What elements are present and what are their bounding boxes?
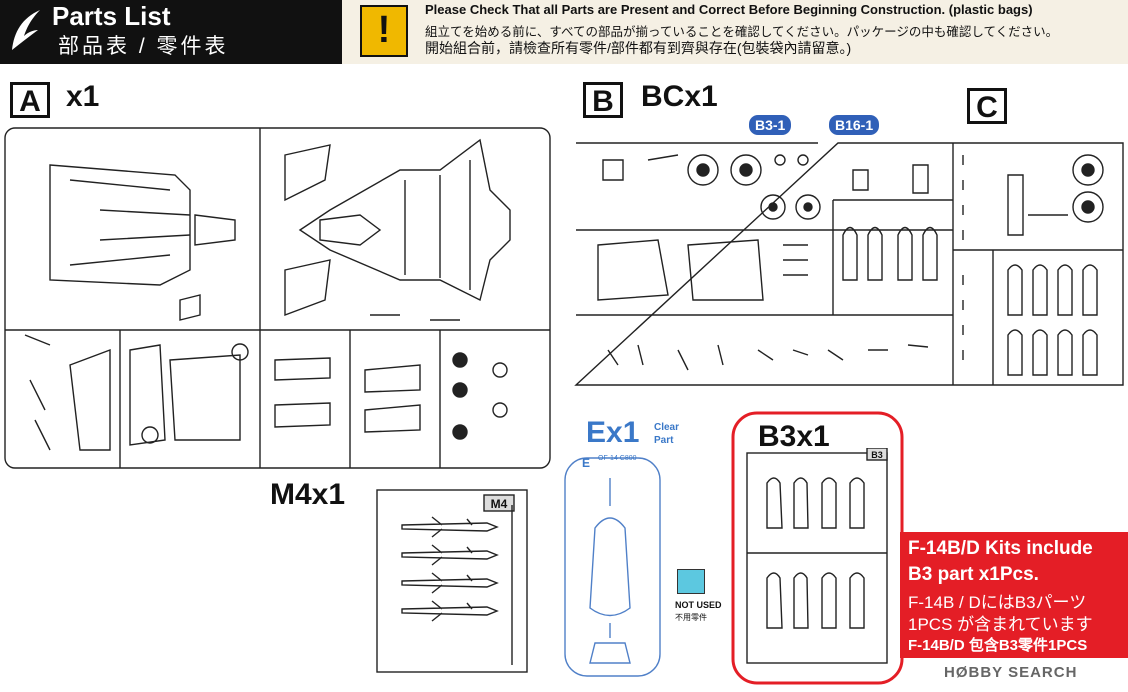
not-used-swatch — [677, 569, 705, 594]
sprue-b-letter: B — [583, 82, 623, 118]
sprue-b-qty: BCx1 — [641, 80, 718, 113]
sprue-bc-diagram — [574, 142, 1124, 386]
watermark: HØBBY SEARCH — [944, 664, 1078, 681]
sprue-e-diagram: E OF-14 C800 — [564, 455, 661, 677]
callout-b16-1: B16-1 — [829, 115, 880, 135]
sprue-a-qty: x1 — [66, 80, 100, 113]
notice-japanese: 組立てを始める前に、すべての部品が揃っていることを確認してください。パッケージの… — [425, 25, 1059, 39]
sprue-m4-diagram: M4 — [376, 489, 528, 673]
sprue-e-qty: Ex1 — [586, 416, 640, 449]
b3-info-line4: 1PCS が含まれています — [908, 615, 1093, 634]
sprue-a-letter: A — [10, 82, 50, 118]
sprue-a-diagram — [4, 127, 551, 469]
b3-info-line5: F-14B/D 包含B3零件1PCS — [908, 637, 1088, 654]
b3-info-line1: F-14B/D Kits include — [908, 538, 1093, 559]
sprue-b3-qty: B3x1 — [758, 420, 830, 453]
sprue-m4-tag: M4 — [491, 497, 508, 511]
sprue-m4-qty: M4x1 — [270, 478, 346, 511]
sprue-e-tag: E — [582, 456, 590, 470]
notice-english: Please Check That all Parts are Present … — [425, 2, 1033, 17]
notice-chinese: 開始組合前，請檢查所有零件/部件都有到齊與存在(包裝袋內請留意。) — [425, 40, 852, 56]
not-used-label-ja: 不用零件 — [675, 613, 707, 622]
b3-info-line3: F-14B / DにはB3パーツ — [908, 593, 1087, 612]
not-used-label: NOT USED — [675, 600, 722, 610]
sprue-c-letter: C — [967, 88, 1007, 124]
page-title: Parts List — [52, 1, 171, 31]
sprue-b3-tag: B3 — [871, 450, 883, 460]
b3-info-line2: B3 part x1Pcs. — [908, 564, 1039, 585]
sprue-b3-diagram: B3 — [746, 448, 888, 664]
clear-part-note: Clear Part — [654, 422, 680, 446]
sprue-e-code: OF-14 C800 — [598, 455, 637, 462]
b3-info-panel — [900, 532, 1128, 658]
brand-logo-icon — [12, 10, 40, 50]
page-subtitle: 部品表 / 零件表 — [58, 35, 229, 58]
notice-panel — [342, 0, 1128, 64]
exclamation-warning-icon: ! — [360, 5, 408, 57]
callout-b3-1: B3-1 — [749, 115, 792, 135]
